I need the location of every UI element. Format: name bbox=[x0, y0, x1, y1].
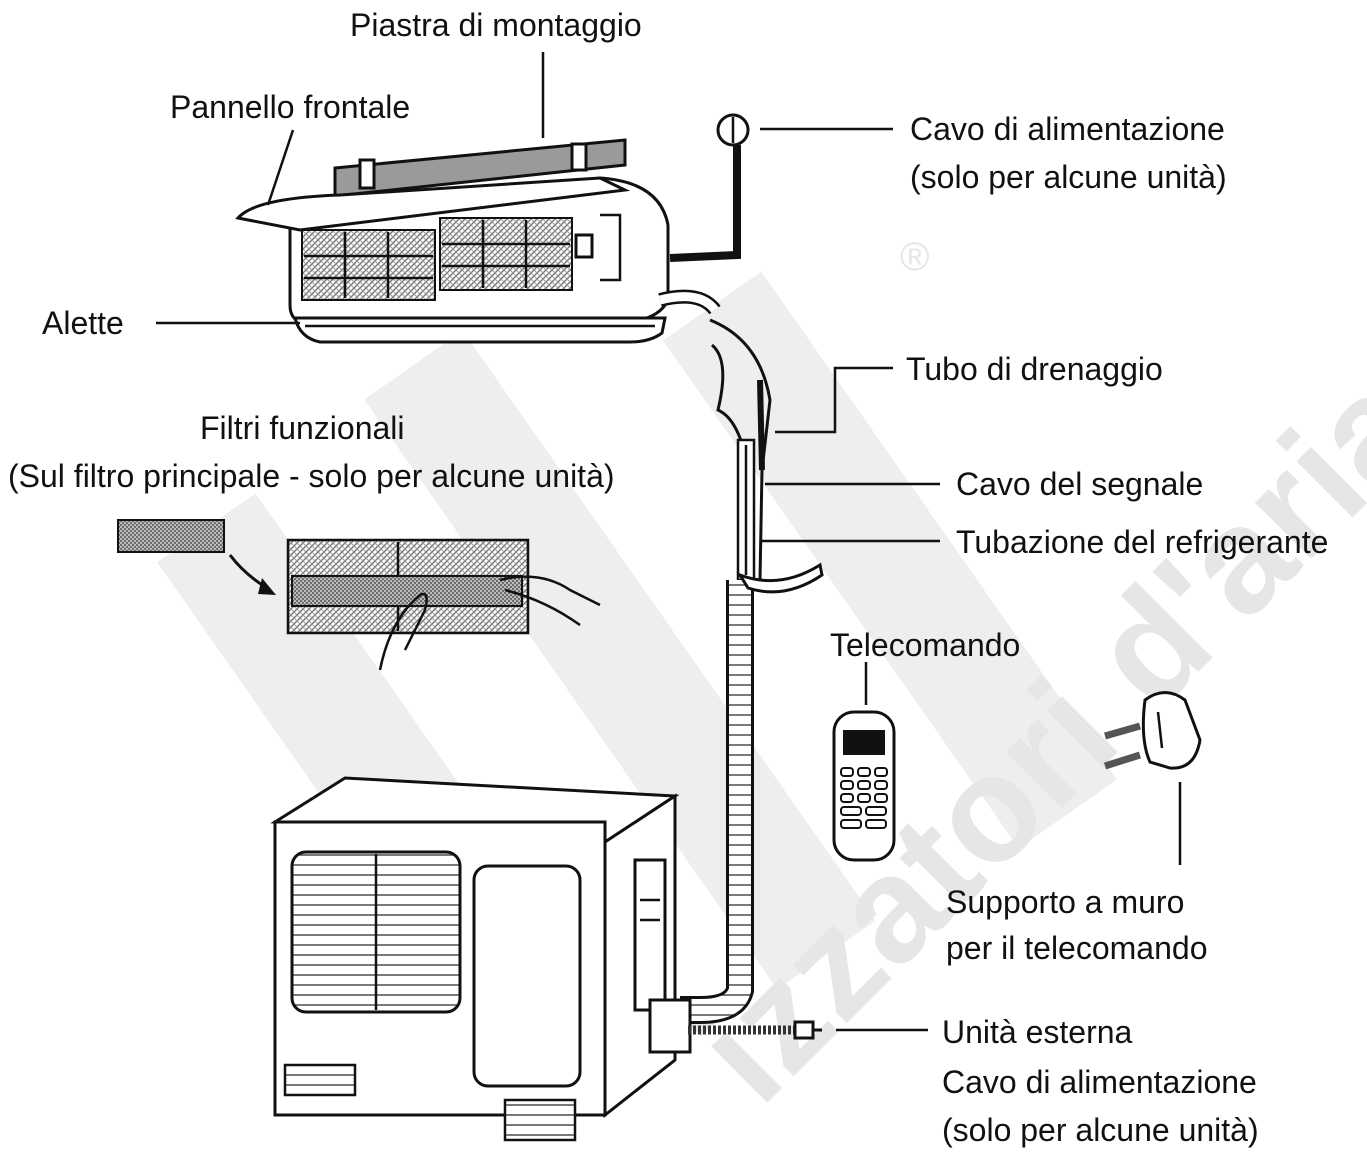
label-power-cable-indoor: Cavo di alimentazione bbox=[910, 111, 1225, 147]
label-power-cable-indoor-note: (solo per alcune unità) bbox=[910, 159, 1227, 195]
label-refrigerant-piping: Tubazione del refrigerante bbox=[956, 524, 1328, 560]
label-power-cable-outdoor-note: (solo per alcune unità) bbox=[942, 1112, 1259, 1148]
remote-holder-drawing bbox=[1103, 691, 1202, 865]
label-mounting-plate: Piastra di montaggio bbox=[350, 7, 642, 43]
label-drain-pipe: Tubo di drenaggio bbox=[906, 351, 1163, 387]
label-louvers: Alette bbox=[42, 305, 124, 341]
label-power-cable-outdoor: Cavo di alimentazione bbox=[942, 1064, 1257, 1100]
piping-bundle-drawing bbox=[680, 318, 824, 1024]
label-functional-filters: Filtri funzionali bbox=[200, 410, 405, 446]
label-remote-control: Telecomando bbox=[830, 627, 1020, 663]
watermark-registered-mark: ® bbox=[900, 235, 929, 279]
label-signal-cable: Cavo del segnale bbox=[956, 466, 1203, 502]
indoor-unit bbox=[235, 138, 721, 344]
outdoor-unit-drawing bbox=[270, 776, 822, 1142]
remote-control-drawing bbox=[832, 662, 896, 862]
functional-filter-drawing bbox=[117, 519, 601, 671]
leader-lines bbox=[156, 52, 940, 1032]
label-remote-holder-2: per il telecomando bbox=[946, 930, 1207, 966]
indoor-power-cable-drawing bbox=[669, 113, 750, 262]
label-functional-filters-note: (Sul filtro principale - solo per alcune… bbox=[8, 458, 615, 494]
mounting-plate-drawing bbox=[333, 138, 627, 198]
label-front-panel: Pannello frontale bbox=[170, 89, 410, 125]
label-remote-holder: Supporto a muro bbox=[946, 884, 1184, 920]
label-outdoor-unit: Unità esterna bbox=[942, 1014, 1133, 1050]
labels: Piastra di montaggio Pannello frontale C… bbox=[8, 7, 1328, 1148]
